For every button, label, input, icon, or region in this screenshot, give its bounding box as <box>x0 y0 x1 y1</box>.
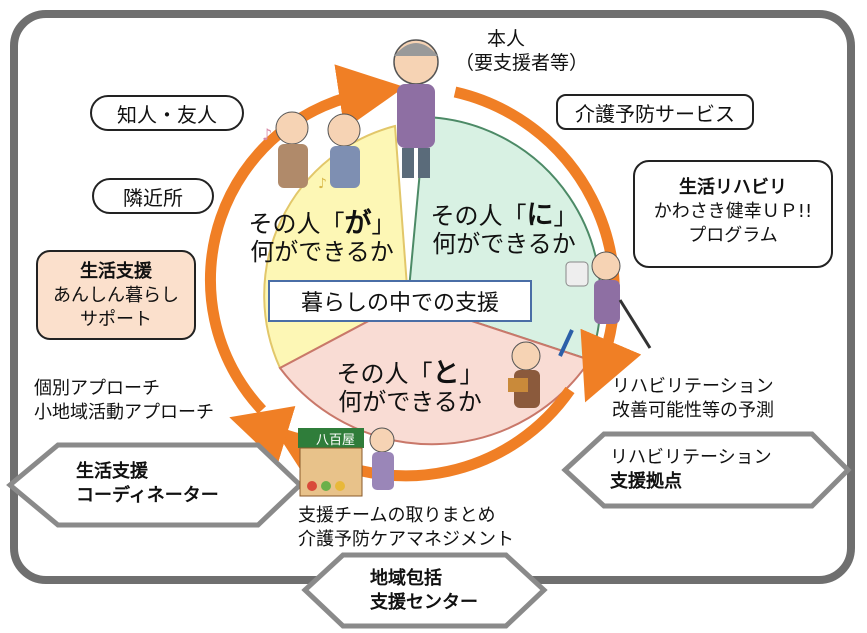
seikatsu-shien-title: 生活支援 <box>80 261 152 282</box>
team-text-2: 介護予防ケアマネジメント <box>298 529 514 550</box>
sector-to-prefix: その人「 <box>336 360 433 388</box>
person-subtitle: （要支援者等） <box>455 52 589 74</box>
sector-ni-prefix: その人「 <box>430 202 527 230</box>
hex-reha-kyoten-line2: 支援拠点 <box>610 471 682 492</box>
person-title: 本人 <box>487 28 526 50</box>
elderly-woman-icon <box>393 39 439 178</box>
seikatsu-reha-title: 生活リハビリ <box>679 177 787 198</box>
box-seikatsu-reha: 生活リハビリ かわさき健幸ＵＰ!! プログラム <box>633 160 833 268</box>
arrow-to-left-text <box>229 406 306 464</box>
center-label: 暮らしの中での支援 <box>268 280 532 322</box>
hex-reha-kyoten-line1: リハビリテーション <box>610 447 772 468</box>
hex-reha-kyoten-label: リハビリテーション 支援拠点 <box>610 446 772 494</box>
sector-ni-particle: に <box>526 200 554 231</box>
singing-seniors-icon: ♪ ♪ <box>262 111 361 192</box>
hex-houkatsu-line2: 支援センター <box>370 592 478 613</box>
grocery-shop-icon: 八百屋 <box>298 427 395 497</box>
seikatsu-reha-line3: プログラム <box>688 225 778 246</box>
sector-ga-particle: が <box>344 208 372 239</box>
seikatsu-shien-line2: あんしん暮らし <box>53 285 179 306</box>
hex-houkatsu-label: 地域包括 支援センター <box>370 567 478 615</box>
hex-reha-kyoten <box>561 431 852 509</box>
sector-ni-label: その人「に」 何ができるか <box>420 200 588 259</box>
sector-to-label: その人「と」 何ができるか <box>330 358 490 417</box>
hex-houkatsu <box>301 552 548 629</box>
seikatsu-reha-line2: かわさき健幸ＵＰ!! <box>653 201 813 222</box>
pill-kinjo: 隣近所 <box>92 178 214 214</box>
approach-2: 小地域活動アプローチ <box>34 402 214 423</box>
seikatsu-shien-line3: サポート <box>80 309 152 330</box>
svg-text:♪: ♪ <box>262 125 272 144</box>
sector-ni-suffix: 」 <box>553 202 578 230</box>
sector-to-particle: と <box>432 358 460 389</box>
sector-to-suffix: 」 <box>459 360 484 388</box>
hex-coordinator-line1: 生活支援 <box>76 461 148 482</box>
arrow-top-left <box>205 64 405 414</box>
team-text-1: 支援チームの取りまとめ <box>298 505 496 526</box>
sector-ga-suffix: 」 <box>371 210 396 238</box>
pill-chijin: 知人・友人 <box>90 95 244 131</box>
reha-text-1: リハビリテーション <box>612 376 774 397</box>
hex-coordinator-label: 生活支援 コーディネーター <box>76 460 219 508</box>
approach-1: 個別アプローチ <box>34 378 160 399</box>
svg-text:♪: ♪ <box>318 176 327 192</box>
reha-text-2: 改善可能性等の予測 <box>612 400 774 421</box>
box-seikatsu-shien: 生活支援 あんしん暮らし サポート <box>36 250 196 340</box>
sector-ga-line2: 何ができるか <box>250 238 394 266</box>
toilet-exercise-icon <box>558 251 652 357</box>
hex-houkatsu-line1: 地域包括 <box>370 568 442 589</box>
sector-ni-line2: 何ができるか <box>432 230 576 258</box>
svg-text:八百屋: 八百屋 <box>316 433 355 448</box>
basket-walker-icon <box>508 341 541 408</box>
sector-ga-label: その人「が」 何ができるか <box>242 208 402 267</box>
hex-coordinator-line2: コーディネーター <box>76 485 219 506</box>
sector-ga-prefix: その人「 <box>248 210 345 238</box>
pill-kaigo-yobo: 介護予防サービス <box>556 94 754 130</box>
sector-to-line2: 何ができるか <box>338 388 482 416</box>
